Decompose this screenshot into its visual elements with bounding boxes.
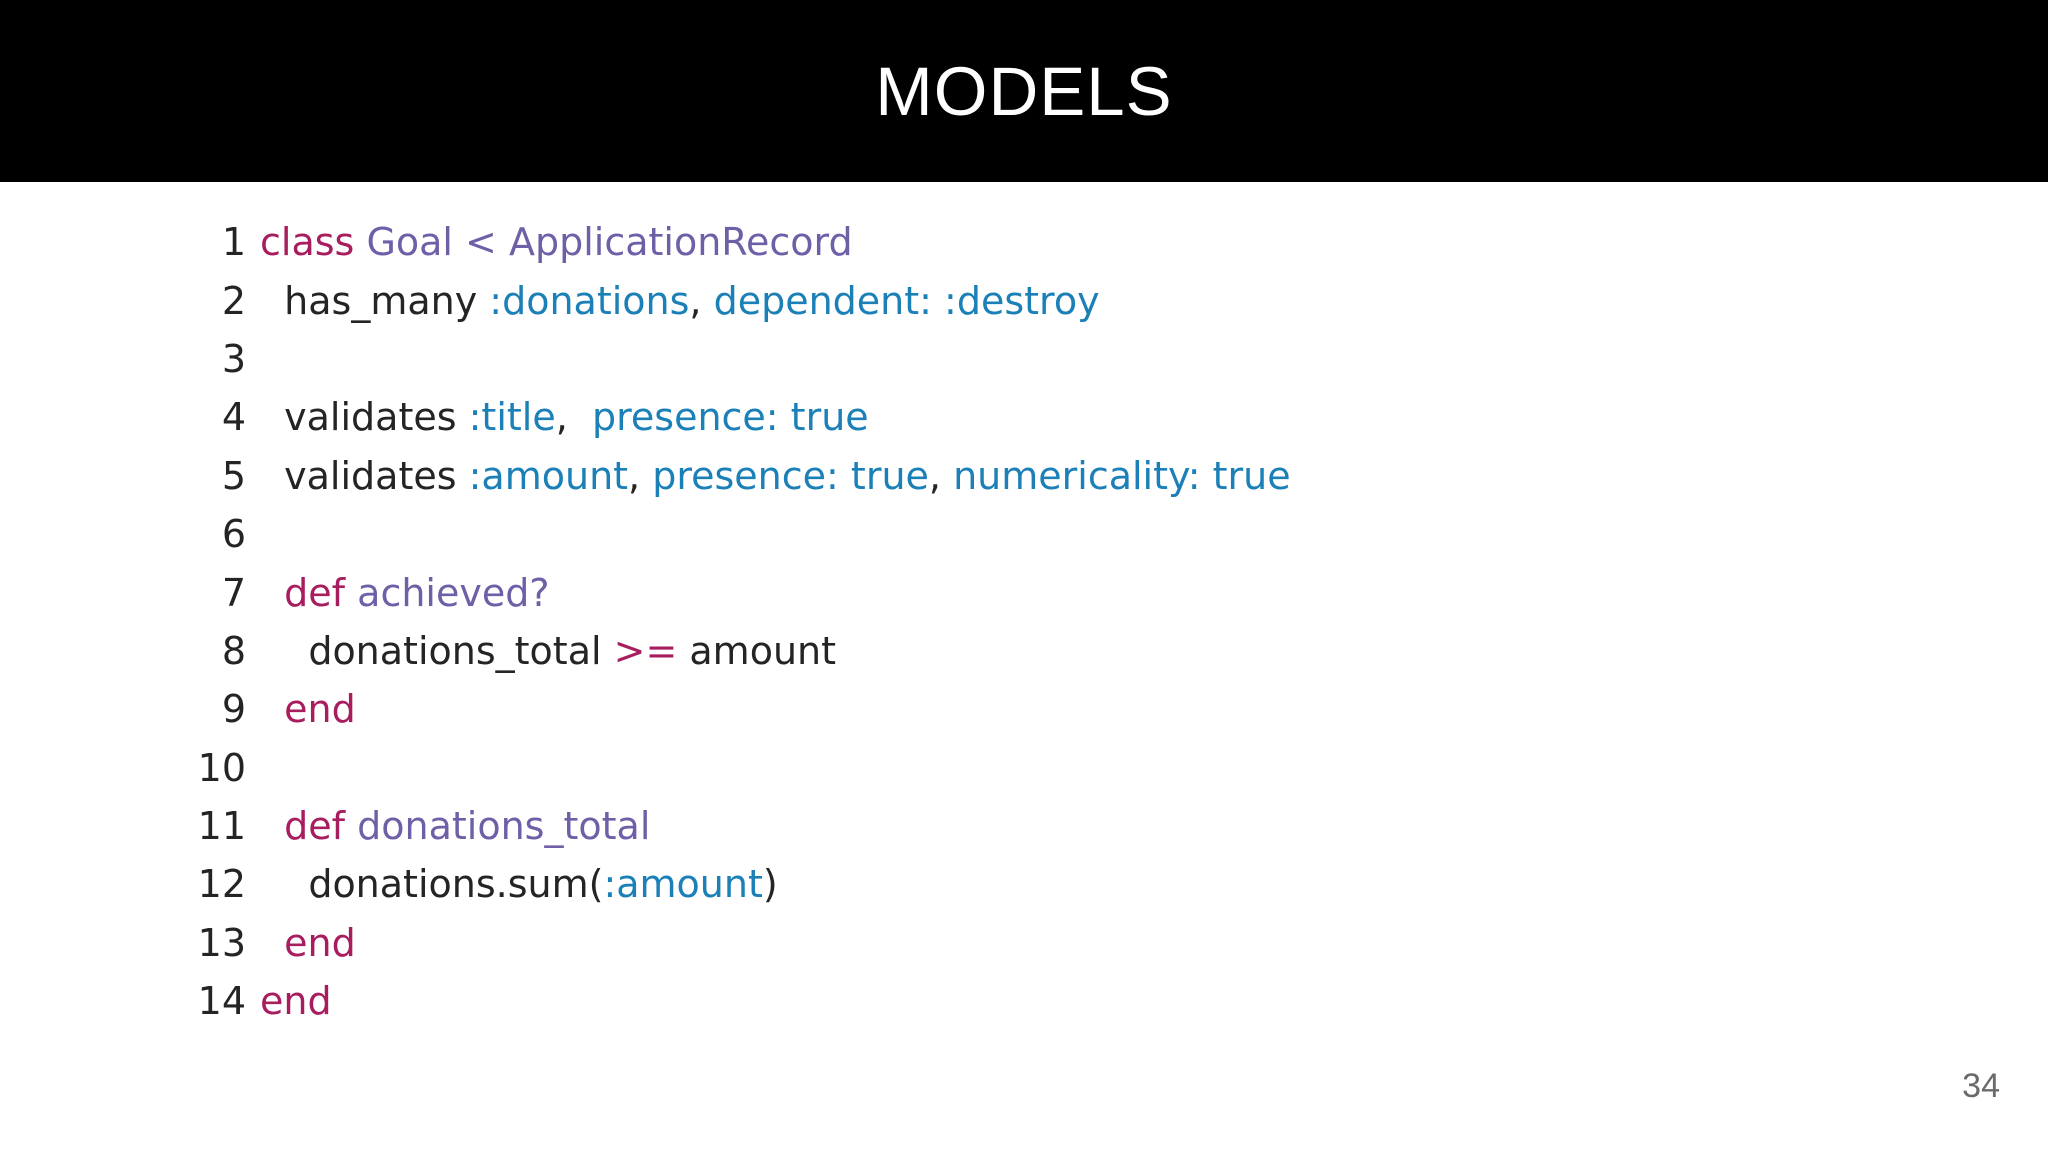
code-token: numericality: true [953, 453, 1291, 498]
code-token: def [284, 804, 346, 849]
code-token [260, 571, 284, 615]
code-token [260, 804, 284, 848]
code-token: ) [762, 862, 778, 907]
code-token: donations.sum( [260, 862, 604, 907]
code-token: , [928, 453, 954, 498]
line-number: 4 [221, 395, 246, 440]
line-number: 11 [197, 804, 246, 849]
code-token [260, 687, 284, 731]
code-token: , [555, 395, 592, 440]
code-text: def achieved? [260, 570, 550, 615]
code-text: donations.sum(:amount) [260, 862, 778, 907]
code-line: 13 end [190, 914, 1291, 972]
line-number: 1 [221, 220, 246, 265]
code-token: presence: true [591, 395, 869, 440]
code-token: , [689, 278, 714, 323]
code-text: end [260, 687, 356, 731]
line-number: 13 [197, 920, 246, 965]
code-line: 4 validates :title, presence: true [190, 388, 1291, 446]
code-token: achieved? [357, 570, 550, 615]
code-token: def [284, 570, 346, 615]
code-token: end [260, 979, 332, 1024]
code-line: 7 def achieved? [190, 563, 1291, 621]
code-text: def donations_total [260, 804, 650, 848]
code-token: :amount [468, 453, 629, 498]
code-line: 1 class Goal < ApplicationRecord [190, 213, 1291, 271]
code-token [345, 571, 357, 615]
code-token: :title [468, 395, 556, 440]
code-text: validates :amount, presence: true, numer… [260, 453, 1291, 498]
code-line: 5 validates :amount, presence: true, num… [190, 447, 1291, 505]
code-token: donations_total [357, 804, 651, 849]
code-line: 6 [190, 505, 1291, 563]
code-token: amount [677, 628, 837, 673]
line-number: 7 [221, 570, 246, 615]
line-number: 9 [221, 687, 246, 732]
slide-title: MODELS [875, 52, 1173, 130]
code-token: has_many [260, 278, 490, 323]
line-number: 12 [197, 862, 246, 907]
code-text: end [260, 979, 332, 1023]
code-line: 14 end [190, 972, 1291, 1030]
code-line: 8 donations_total >= amount [190, 622, 1291, 680]
slide-header: MODELS [0, 0, 2048, 182]
code-token [260, 921, 284, 965]
code-token: validates [260, 453, 469, 498]
code-text: validates :title, presence: true [260, 395, 869, 439]
code-token: :amount [603, 862, 763, 907]
line-number: 8 [221, 628, 246, 673]
code-line: 10 [190, 739, 1291, 797]
code-line: 9 end [190, 680, 1291, 738]
line-number: 10 [197, 745, 246, 790]
line-number: 3 [221, 336, 246, 381]
code-token: end [284, 687, 356, 732]
code-token: validates [260, 395, 469, 440]
code-text: class Goal < ApplicationRecord [260, 220, 853, 264]
code-text: has_many :donations, dependent: :destroy [260, 278, 1100, 323]
code-token: end [284, 920, 356, 965]
code-block: 1 class Goal < ApplicationRecord 2 has_man… [190, 213, 1291, 1030]
code-token [354, 220, 366, 264]
code-token: donations_total [260, 628, 614, 673]
code-token: :donations [489, 278, 690, 323]
code-token: Goal < ApplicationRecord [366, 220, 853, 265]
code-token: >= [613, 628, 678, 673]
code-line: 3 [190, 330, 1291, 388]
line-number: 14 [197, 979, 246, 1024]
code-line: 2 has_many :donations, dependent: :destr… [190, 271, 1291, 329]
code-line: 11 def donations_total [190, 797, 1291, 855]
line-number: 2 [221, 278, 246, 323]
code-token: , [628, 453, 653, 498]
code-token: class [260, 220, 355, 265]
code-token [345, 804, 357, 848]
code-text: end [260, 921, 356, 965]
line-number: 5 [221, 453, 246, 498]
code-token: dependent: :destroy [713, 278, 1100, 323]
code-token: presence: true [652, 453, 929, 498]
code-text: donations_total >= amount [260, 629, 836, 673]
code-line: 12 donations.sum(:amount) [190, 855, 1291, 913]
page-number: 34 [1962, 1067, 2000, 1105]
line-number: 6 [221, 512, 246, 557]
